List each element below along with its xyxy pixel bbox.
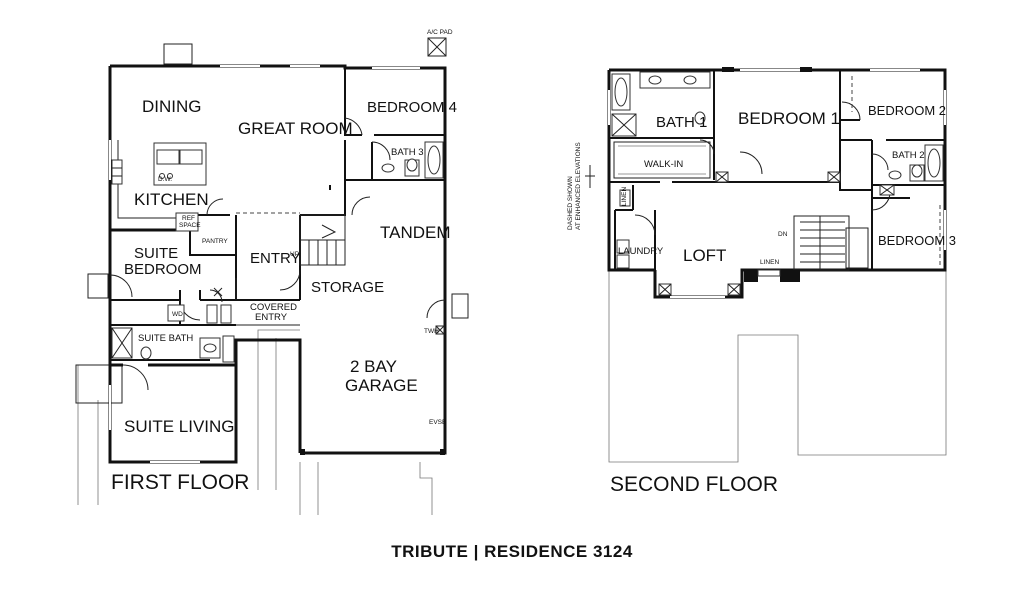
kitchen-fixtures (111, 140, 207, 232)
walk-in-shelving (613, 141, 729, 183)
suite-bath-fixtures (111, 287, 235, 363)
second-floor-roof-outline (608, 270, 947, 463)
room-label-bedroom-2: BEDROOM 2 (868, 103, 946, 118)
floor-label-first: FIRST FLOOR (111, 471, 249, 494)
room-label-suite-bedroom-line-2: BEDROOM (124, 261, 202, 278)
annotation-dashed-note-line-2: AT ENHANCED ELEVATIONS (575, 142, 582, 230)
bath3-fixtures (381, 141, 444, 179)
annotation-twh: TWH (424, 328, 439, 335)
garage-post-left (300, 449, 305, 455)
laundry-fixtures (616, 189, 631, 269)
first-floor-site-lines (75, 43, 469, 515)
annotation-linen-side: LINEN (621, 187, 628, 206)
first-floor-stairs (299, 214, 346, 266)
room-label-covered-entry-line-2: ENTRY (255, 312, 288, 323)
room-label-bedroom-3: BEDROOM 3 (878, 233, 956, 248)
room-label-pantry: PANTRY (202, 238, 228, 245)
room-label-bedroom-4: BEDROOM 4 (367, 99, 457, 116)
window-header-right (800, 67, 812, 72)
ac-pad (427, 37, 447, 57)
garage-post-right (440, 449, 445, 455)
room-label-suite-bedroom-line-1: SUITE (134, 245, 178, 262)
bath2-fixtures (879, 144, 944, 196)
room-label-garage-line-2: GARAGE (345, 376, 418, 395)
room-label-walk-in: WALK-IN (644, 159, 683, 170)
annotation-evse: EVSE (429, 419, 447, 426)
room-label-kitchen: KITCHEN (134, 190, 209, 209)
room-label-suite-living: SUITE LIVING (124, 417, 235, 436)
room-label-garage-line-1: 2 BAY (350, 357, 397, 376)
second-floor-plan: DASHED SHOWN AT ENHANCED ELEVATIONS (567, 67, 956, 496)
second-floor-windows (608, 69, 946, 298)
bath1-fixtures (611, 71, 711, 137)
room-label-dining: DINING (142, 97, 202, 116)
floor-label-second: SECOND FLOOR (610, 473, 778, 496)
annotation-ac-pad: A/C PAD (427, 29, 453, 36)
room-label-suite-bath: SUITE BATH (138, 333, 193, 344)
annotation-dashed-note-line-1: DASHED SHOWN (567, 176, 574, 230)
plan-title: TRIBUTE | RESIDENCE 3124 (391, 542, 633, 561)
room-label-loft: LOFT (683, 246, 726, 265)
room-label-entry: ENTRY (250, 250, 301, 267)
room-label-covered-entry-line-1: COVERED (250, 302, 297, 313)
annotation-up: UP (290, 251, 299, 258)
annotation-ref-space-line-2: SPACE (179, 222, 201, 229)
bedroom1-hvac (827, 171, 841, 183)
room-label-bath-2: BATH 2 (892, 150, 925, 161)
loft-railing (658, 269, 800, 296)
annotation-wd: WD (172, 311, 183, 318)
second-floor-doors (634, 101, 891, 236)
room-label-tandem: TANDEM (380, 223, 451, 242)
annotation-linen-hall: LINEN (760, 259, 779, 266)
first-floor-plan: DINING GREAT ROOM KITCHEN BEDROOM 4 BATH… (75, 29, 469, 515)
annotation-dn: DN (778, 231, 788, 238)
window-header-left (722, 67, 734, 72)
room-label-bath-1: BATH 1 (656, 114, 707, 131)
room-label-laundry: LAUNDRY (618, 246, 664, 257)
room-label-bedroom-1: BEDROOM 1 (738, 109, 840, 128)
annotation-ref-space-line-1: REF (182, 215, 195, 222)
first-floor-doors (109, 117, 446, 391)
room-label-bath-3: BATH 3 (391, 147, 424, 158)
water-heater (435, 325, 445, 335)
room-label-storage: STORAGE (311, 279, 384, 296)
second-floor-stairs (793, 215, 869, 271)
first-floor-windows (109, 65, 420, 463)
annotation-dw: D.W. (158, 176, 172, 183)
room-label-great-room: GREAT ROOM (238, 119, 353, 138)
